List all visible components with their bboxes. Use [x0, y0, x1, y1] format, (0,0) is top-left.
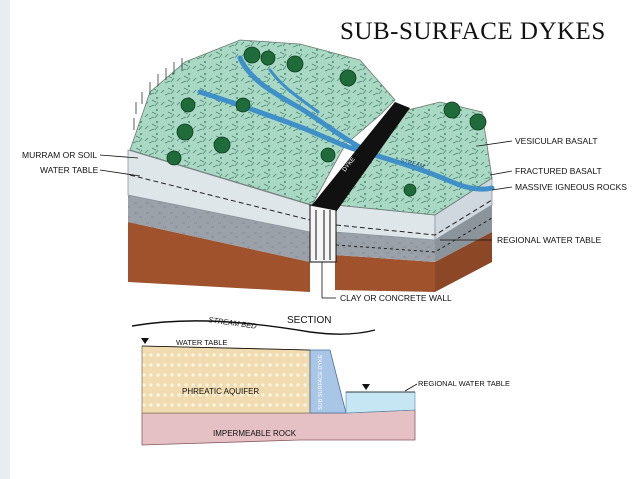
regional-water-table-label: REGIONAL WATER TABLE: [497, 235, 602, 245]
clay-or-concrete-wall-label: CLAY OR CONCRETE WALL: [340, 293, 452, 303]
regional-water-table-marker: [362, 384, 370, 390]
murram-or-soil-label: MURRAM OR SOIL: [22, 150, 97, 160]
vesicular-basalt-label: VESICULAR BASALT: [515, 136, 598, 146]
stream-label: STREAM: [400, 158, 426, 170]
impermeable-base-right: [335, 255, 435, 292]
trees: [166, 46, 487, 197]
tree-line-ticks: [133, 58, 183, 130]
dyke-wall-front: [309, 204, 337, 263]
water-table-marker: [141, 338, 149, 344]
water-table-label: WATER TABLE: [40, 165, 99, 175]
stream-bed-line: [131, 320, 376, 335]
impermeable-rock-layer: [141, 409, 416, 446]
stream-channel: [197, 55, 495, 192]
slide-title: SUB-SURFACE DYKES: [340, 18, 606, 45]
fractured-basalt-label: FRACTURED BASALT: [515, 166, 602, 176]
slide-left-edge: [0, 0, 10, 479]
right-side-base: [435, 232, 492, 292]
dyke-wall: [312, 102, 410, 212]
stream-tributary: [268, 68, 320, 114]
regional-water-zone: [345, 391, 416, 414]
section-water-table-label: WATER TABLE: [176, 338, 227, 347]
impermeable-base-left: [128, 222, 310, 292]
section-heading: SECTION: [287, 315, 331, 326]
sub-surface-dyke: [309, 349, 347, 414]
massive-rock-right: [335, 232, 435, 262]
impermeable-rock-label: IMPERMEABLE ROCK: [213, 429, 297, 438]
water-table-line-right: [335, 199, 493, 236]
phreatic-aquifer: [141, 345, 311, 414]
sub-surface-dyke-label: SUB SURFACE DYKE: [318, 354, 324, 410]
right-side-rock: [435, 205, 492, 262]
section-regional-water-table-label: REGIONAL WATER TABLE: [418, 379, 510, 388]
massive-rock-left: [128, 195, 310, 262]
stream-bed-label: STREAM BED: [208, 315, 258, 331]
water-table-line-left: [129, 174, 311, 221]
vegetated-surface-left: [129, 39, 396, 206]
phreatic-aquifer-label: PHREATIC AQUIFER: [182, 387, 259, 396]
section-water-table-line: [141, 345, 311, 351]
massive-igneous-rocks-label: MASSIVE IGNEOUS ROCKS: [515, 182, 627, 192]
